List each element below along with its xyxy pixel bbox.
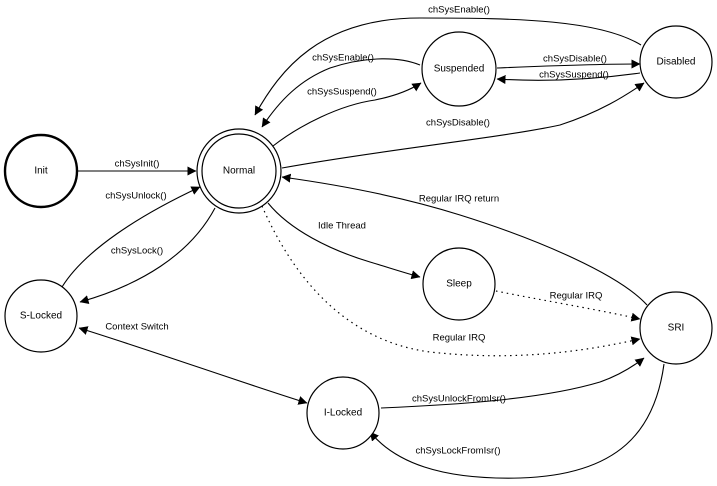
edge-suspended-to-normal [261,58,421,128]
edge-label-ilocked-to-sri: chSysUnlockFromIsr() [412,394,506,405]
edge-label-suspended-to-normal: chSysEnable() [312,53,374,64]
edge-label-disabled-to-suspended: chSysSuspend() [539,70,609,81]
node-sleep: Sleep [422,247,496,321]
node-slocked: S-Locked [4,279,78,353]
edge-label-normal-to-slocked: chSysLock() [111,246,163,257]
node-label-sri: SRI [668,323,685,334]
edge-label-sleep-to-sri: Regular IRQ [550,291,603,302]
edge-suspended-to-disabled [496,59,641,69]
edge-label-normal-to-sri: Regular IRQ [433,333,486,344]
edge-slocked-to-normal [61,186,201,288]
node-ilocked: I-Locked [306,376,380,450]
node-label-slocked: S-Locked [20,311,62,322]
edge-normal-to-suspended [272,82,422,147]
edge-label-disabled-to-normal: chSysEnable() [428,5,490,16]
edge-normal-to-sri [261,205,641,357]
node-label-suspended: Suspended [434,64,485,75]
node-label-disabled: Disabled [657,57,696,68]
edge-disabled-to-suspended [496,72,641,85]
edge-normal-to-slocked [79,207,216,304]
node-sri: SRI [639,291,713,365]
edge-label-normal-to-disabled: chSysDisable() [426,118,490,129]
edge-ilocked-to-sri [380,357,645,409]
node-label-init: Init [34,166,48,177]
edge-label-normal-to-suspended: chSysSuspend() [307,87,377,98]
edge-label-sri-to-normal: Regular IRQ return [419,194,499,205]
node-label-ilocked: I-Locked [324,408,362,419]
edge-slocked-ilocked [78,326,308,405]
node-label-normal: Normal [223,166,255,177]
edge-label-normal-to-sleep: Idle Thread [318,221,366,232]
edge-normal-to-disabled [281,82,645,169]
edge-label-sri-to-ilocked: chSysLockFromIsr() [416,446,501,457]
node-disabled: Disabled [639,25,713,99]
node-label-sleep: Sleep [446,279,472,290]
node-suspended: Suspended [421,31,497,107]
node-init: Init [3,133,79,209]
edge-label-slocked-ilocked: Context Switch [105,322,168,333]
edge-label-suspended-to-disabled: chSysDisable() [543,54,607,65]
edge-disabled-to-normal [254,17,642,116]
edge-sri-to-ilocked [369,363,665,479]
edge-sri-to-normal [281,173,648,306]
node-normal: Normal [196,128,282,214]
edge-normal-to-sleep [267,202,421,280]
edge-label-slocked-to-normal: chSysUnlock() [105,191,166,202]
edge-label-init-to-normal: chSysInit() [115,159,160,170]
